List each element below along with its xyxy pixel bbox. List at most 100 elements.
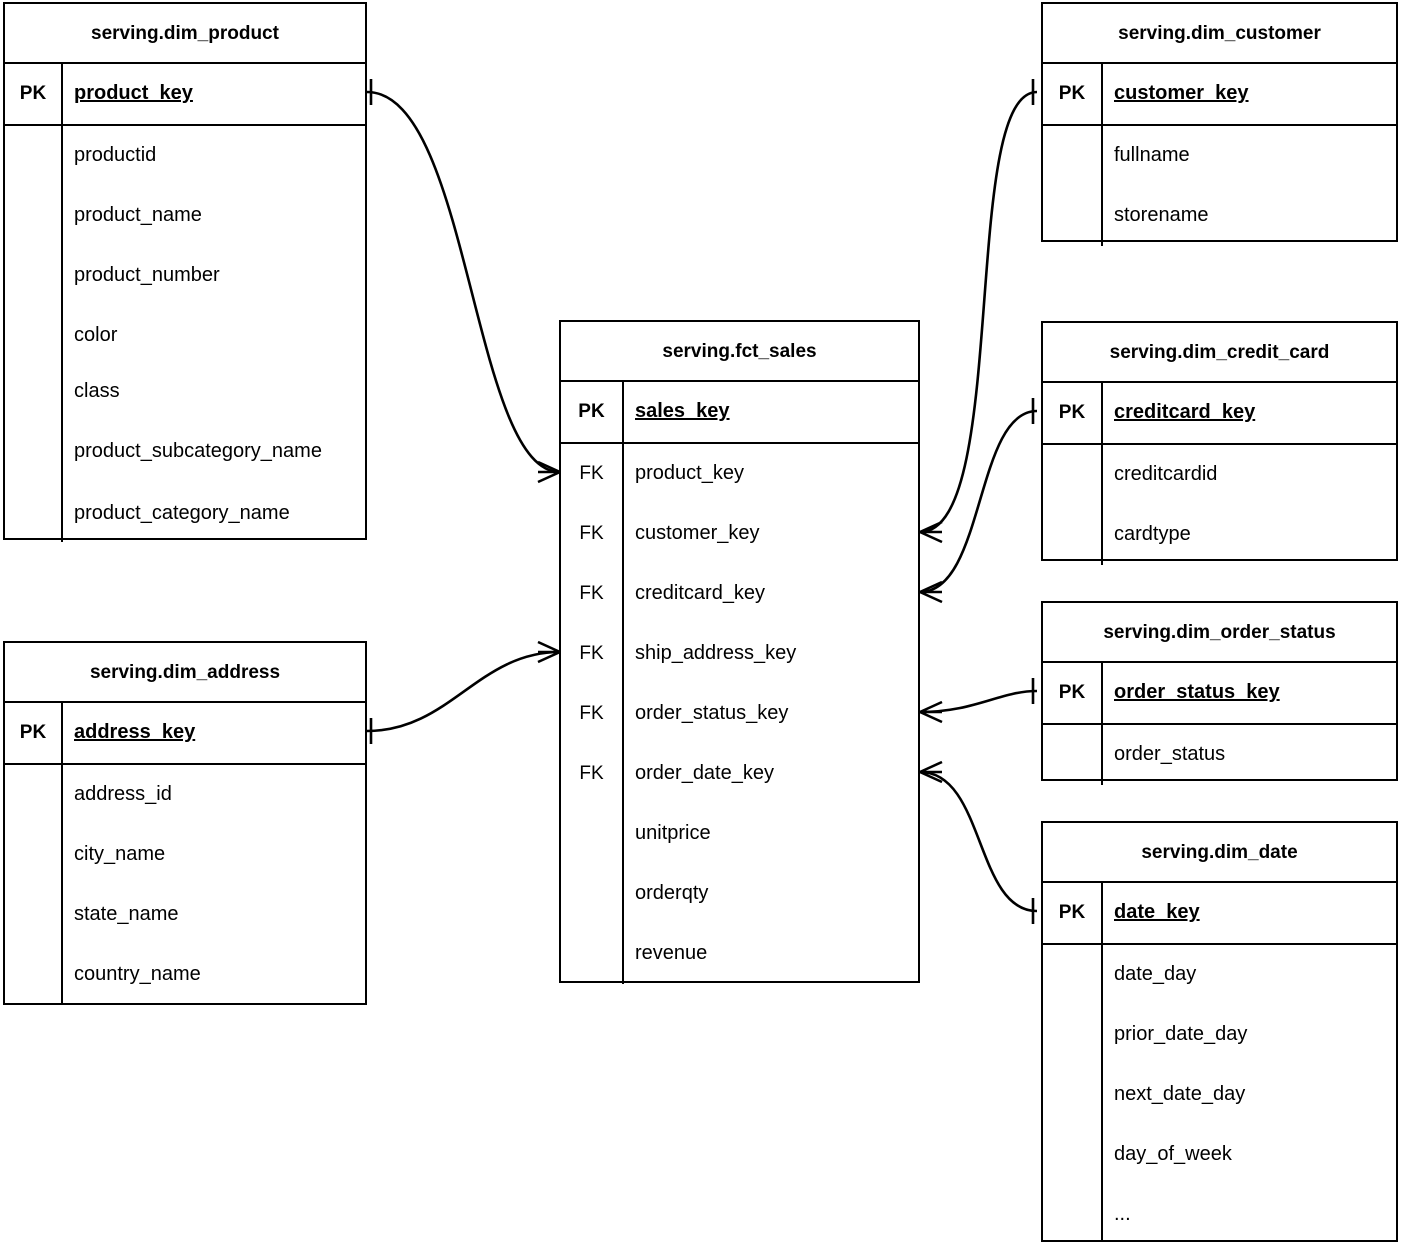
field-row-date-key[interactable]: PK date_key [1043,883,1396,945]
field-row-address-key[interactable]: PK address_key [5,703,365,765]
key-label-pk: PK [1043,883,1103,943]
field-row-productid[interactable]: productid [5,126,365,186]
entity-title-dim-customer: serving.dim_customer [1043,4,1396,64]
field-row-address-id[interactable]: address_id [5,765,365,825]
field-name-next-date-day: next_date_day [1114,1083,1246,1106]
entity-fct-sales[interactable]: serving.fct_sales PK sales_key FK produc… [559,320,920,984]
field-row-product-subcategory-name[interactable]: product_subcategory_name [5,418,365,486]
field-row-order-date-key[interactable]: FK order_date_key [561,744,918,804]
key-label-empty [1043,725,1103,785]
key-label-empty [5,825,63,885]
field-row-ship-address-key[interactable]: FK ship_address_key [561,624,918,684]
field-list-dim-customer: fullname storename [1043,126,1396,246]
field-name-product-key: product_key [74,82,193,105]
field-row-product-key[interactable]: FK product_key [561,444,918,504]
field-name-address-id: address_id [74,783,172,806]
key-label-pk: PK [1043,663,1103,723]
field-name-productid: productid [74,144,157,167]
field-row-sales-key[interactable]: PK sales_key [561,382,918,444]
field-row-product-name[interactable]: product_name [5,186,365,246]
field-name-color: color [74,324,118,347]
edge-marker-many-fct-product [537,460,561,484]
field-row-class[interactable]: class [5,366,365,418]
field-name-date-key: date_key [1114,901,1200,924]
key-label-empty [1043,1185,1103,1242]
field-name-address-key: address_key [74,721,196,744]
field-name-revenue: revenue [635,942,708,965]
key-label-empty [5,246,63,306]
field-row-ellipsis[interactable]: ... [1043,1185,1396,1242]
entity-title-dim-credit-card: serving.dim_credit_card [1043,323,1396,383]
key-label-empty [5,765,63,825]
field-row-customer-key[interactable]: FK customer_key [561,504,918,564]
field-name-sales-key: sales_key [635,400,730,423]
entity-dim-address[interactable]: serving.dim_address PK address_key addre… [3,641,367,1005]
field-name-ellipsis: ... [1114,1203,1131,1226]
edge-marker-many-fct-creditcard [919,580,943,604]
field-row-order-status-key[interactable]: PK order_status_key [1043,663,1396,725]
field-name-product-subcategory-name: product_subcategory_name [74,440,322,463]
field-row-state-name[interactable]: state_name [5,885,365,945]
field-row-creditcardid[interactable]: creditcardid [1043,445,1396,505]
field-name-product-name: product_name [74,204,202,227]
field-name-ship-address-key: ship_address_key [635,642,797,665]
key-label-fk: FK [561,744,624,804]
field-row-color[interactable]: color [5,306,365,366]
field-name-order-date-key: order_date_key [635,762,774,785]
field-row-creditcard-key[interactable]: PK creditcard_key [1043,383,1396,445]
field-row-product-key[interactable]: PK product_key [5,64,365,126]
edge-dim-customer-to-fct-sales [919,90,1038,534]
key-label-empty [1043,445,1103,505]
edge-dim-date-to-fct-sales [919,770,1038,913]
field-row-fullname[interactable]: fullname [1043,126,1396,186]
field-name-creditcardid: creditcardid [1114,463,1218,486]
entity-dim-date[interactable]: serving.dim_date PK date_key date_day pr… [1041,821,1398,1242]
key-label-empty [5,885,63,945]
field-name-product-number: product_number [74,264,220,287]
field-row-revenue[interactable]: revenue [561,924,918,984]
entity-dim-product[interactable]: serving.dim_product PK product_key produ… [3,2,367,542]
edge-marker-many-fct-order-status [919,700,943,724]
field-row-product-category-name[interactable]: product_category_name [5,486,365,542]
key-label-empty [5,366,63,418]
key-label-empty [5,186,63,246]
field-row-date-day[interactable]: date_day [1043,945,1396,1005]
key-label-empty [561,864,624,924]
key-label-empty [1043,945,1103,1005]
field-row-order-status-key[interactable]: FK order_status_key [561,684,918,744]
field-row-order-status[interactable]: order_status [1043,725,1396,785]
field-row-country-name[interactable]: country_name [5,945,365,1005]
entity-title-dim-address: serving.dim_address [5,643,365,703]
field-row-city-name[interactable]: city_name [5,825,365,885]
field-row-day-of-week[interactable]: day_of_week [1043,1125,1396,1185]
field-name-product-category-name: product_category_name [74,502,290,525]
key-label-empty [561,924,624,984]
field-name-class: class [74,380,120,403]
key-label-empty [5,306,63,366]
field-list-dim-product: productid product_name product_number co… [5,126,365,542]
key-label-empty [5,418,63,486]
edge-marker-many-fct-ship-address [537,640,561,664]
entity-title-dim-product: serving.dim_product [5,4,365,64]
entity-dim-credit-card[interactable]: serving.dim_credit_card PK creditcard_ke… [1041,321,1398,565]
field-row-orderqty[interactable]: orderqty [561,864,918,924]
key-label-fk: FK [561,564,624,624]
field-name-customer-key: customer_key [1114,82,1249,105]
entity-dim-customer[interactable]: serving.dim_customer PK customer_key ful… [1041,2,1398,246]
field-row-storename[interactable]: storename [1043,186,1396,246]
field-name-day-of-week: day_of_week [1114,1143,1232,1166]
field-row-customer-key[interactable]: PK customer_key [1043,64,1396,126]
field-row-cardtype[interactable]: cardtype [1043,505,1396,565]
field-list-dim-date: date_day prior_date_day next_date_day da… [1043,945,1396,1242]
field-name-prior-date-day: prior_date_day [1114,1023,1248,1046]
entity-dim-order-status[interactable]: serving.dim_order_status PK order_status… [1041,601,1398,785]
field-row-unitprice[interactable]: unitprice [561,804,918,864]
key-label-empty [1043,1065,1103,1125]
field-row-prior-date-day[interactable]: prior_date_day [1043,1005,1396,1065]
field-name-unitprice: unitprice [635,822,711,845]
field-row-creditcard-key[interactable]: FK creditcard_key [561,564,918,624]
field-row-next-date-day[interactable]: next_date_day [1043,1065,1396,1125]
field-row-product-number[interactable]: product_number [5,246,365,306]
entity-title-fct-sales: serving.fct_sales [561,322,918,382]
